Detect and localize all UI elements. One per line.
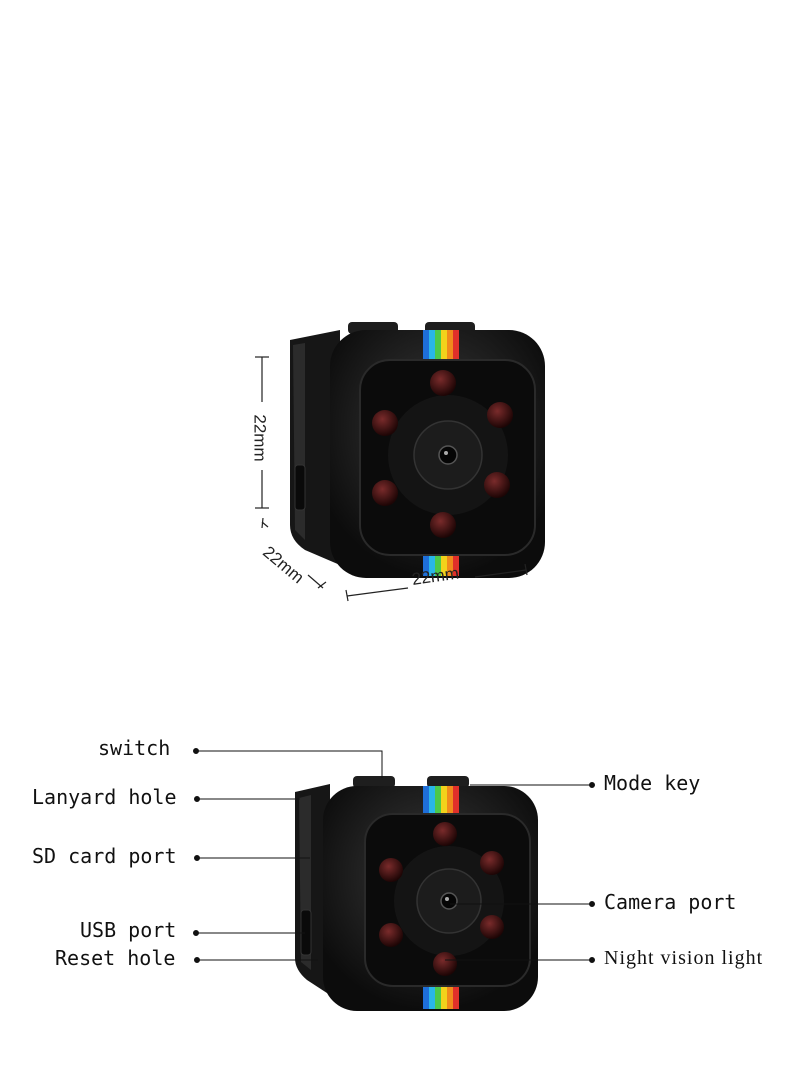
camera-port-callout-label: Camera port (604, 890, 737, 914)
camera-dimension-illustration (290, 322, 545, 578)
switch-callout-label: switch (98, 736, 171, 760)
ir-led-group (372, 370, 513, 538)
sd-card-port-callout-label: SD card port (32, 844, 177, 868)
reset-hole-callout-label: Reset hole (55, 946, 176, 970)
rainbow-stripe-top (423, 330, 459, 360)
rainbow-stripe-bottom (423, 550, 459, 576)
camera-callout-illustration (295, 776, 538, 1011)
usb-port-callout-label: USB port (80, 918, 177, 942)
night-vision-light-callout-label: Night vision light (604, 947, 764, 969)
lanyard-hole-callout-label: Lanyard hole (32, 785, 177, 809)
mode-key-callout-label: Mode key (604, 771, 701, 795)
